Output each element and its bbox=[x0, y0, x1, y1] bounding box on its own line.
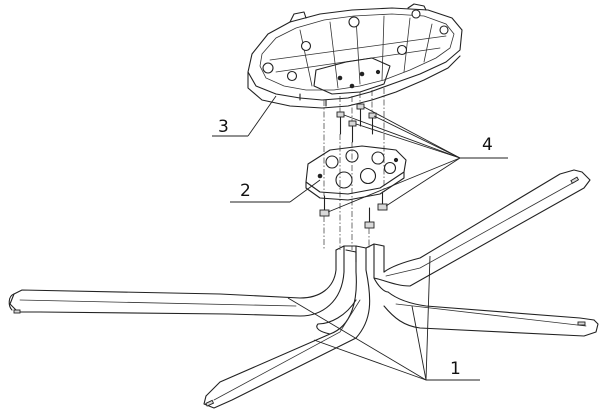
cross-base bbox=[8, 169, 599, 409]
alignment-axes bbox=[323, 88, 385, 250]
screw-f bbox=[377, 191, 388, 211]
part-label-1: 1 bbox=[450, 359, 461, 379]
part-label-4: 4 bbox=[482, 135, 493, 155]
callout-3: 3 bbox=[212, 95, 277, 137]
part-label-2: 2 bbox=[240, 181, 251, 201]
screw-c bbox=[356, 103, 365, 127]
screw-g bbox=[364, 207, 375, 229]
screw-b bbox=[348, 120, 357, 143]
callout-1: 1 bbox=[287, 255, 480, 381]
callout-2: 2 bbox=[230, 179, 321, 203]
upper-bracket bbox=[247, 3, 463, 109]
screw-a bbox=[336, 111, 345, 135]
part-label-3: 3 bbox=[218, 117, 229, 137]
callout-4: 4 bbox=[327, 106, 508, 213]
adapter-plate bbox=[305, 145, 407, 201]
